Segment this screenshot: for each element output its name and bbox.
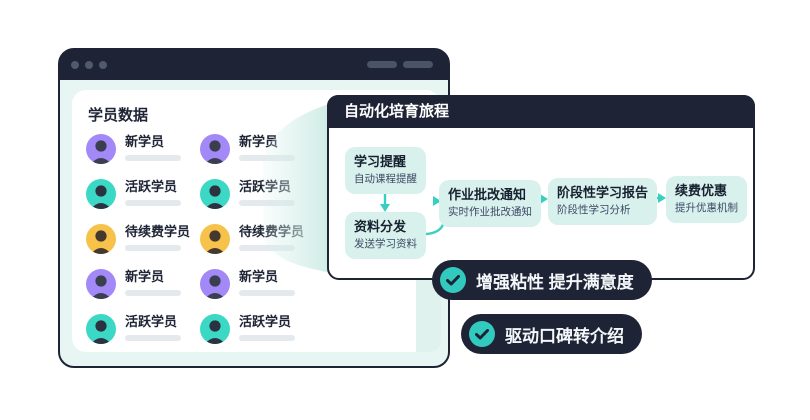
list-item[interactable]: 活跃学员	[200, 310, 350, 355]
list-item[interactable]: 活跃学员	[86, 175, 200, 220]
window-dot-icon[interactable]	[85, 61, 93, 69]
student-avatar	[200, 179, 230, 209]
journey-panel: 自动化培育旅程 学习提醒 自动课程提醒 资料分发 发送学习资料 作	[327, 95, 755, 280]
check-icon	[440, 267, 466, 293]
list-item[interactable]: 新学员	[86, 265, 200, 310]
list-item[interactable]: 活跃学员	[86, 310, 200, 355]
students-panel-title: 学员数据	[88, 107, 149, 124]
student-avatar	[86, 179, 116, 209]
flow-step-learning-reminder[interactable]: 学习提醒 自动课程提醒	[345, 147, 426, 194]
student-label: 新学员	[239, 269, 279, 284]
badge-label: 增强粘性 提升满意度	[476, 272, 634, 292]
student-label: 活跃学员	[125, 314, 178, 329]
list-item[interactable]: 新学员	[86, 130, 200, 175]
placeholder-bar	[125, 290, 181, 296]
flow-step-renewal-offer[interactable]: 续费优惠 提升优惠机制	[666, 176, 747, 223]
student-avatar	[200, 134, 230, 164]
placeholder-bar	[125, 200, 181, 206]
student-label: 新学员	[125, 134, 165, 149]
badge-label: 驱动口碑转介绍	[505, 326, 624, 346]
badge-stickiness[interactable]: 增强粘性 提升满意度	[432, 260, 652, 300]
journey-panel-title: 自动化培育旅程	[327, 95, 755, 128]
topbar-pill	[367, 61, 397, 68]
step-title: 续费优惠	[675, 183, 728, 198]
placeholder-bar	[239, 335, 295, 341]
student-label: 新学员	[239, 134, 279, 149]
placeholder-bar	[239, 245, 295, 251]
step-subtitle: 自动课程提醒	[354, 173, 417, 185]
flow-step-material-distribution[interactable]: 资料分发 发送学习资料	[345, 212, 426, 259]
student-avatar	[86, 134, 116, 164]
step-subtitle: 阶段性学习分析	[557, 204, 631, 216]
flow-step-stage-report[interactable]: 阶段性学习报告 阶段性学习分析	[548, 178, 658, 225]
student-avatar	[86, 269, 116, 299]
flow-step-homework-notice[interactable]: 作业批改通知 实时作业批改通知	[439, 180, 541, 227]
step-subtitle: 发送学习资料	[354, 238, 417, 250]
step-title: 学习提醒	[354, 154, 407, 169]
check-icon	[469, 321, 495, 347]
student-label: 新学员	[125, 269, 165, 284]
student-label: 活跃学员	[239, 314, 292, 329]
browser-topbar	[59, 49, 449, 80]
list-item[interactable]: 待续费学员	[86, 220, 200, 265]
placeholder-bar	[125, 335, 181, 341]
step-subtitle: 实时作业批改通知	[448, 206, 532, 218]
topbar-pill	[403, 61, 433, 68]
student-avatar	[200, 224, 230, 254]
badge-referral[interactable]: 驱动口碑转介绍	[461, 314, 642, 354]
placeholder-bar	[239, 290, 295, 296]
step-title: 阶段性学习报告	[557, 185, 649, 200]
student-avatar	[200, 314, 230, 344]
student-label: 待续费学员	[239, 224, 305, 239]
student-label: 活跃学员	[125, 179, 178, 194]
window-dot-icon[interactable]	[99, 61, 107, 69]
student-avatar	[86, 224, 116, 254]
student-avatar	[200, 269, 230, 299]
student-label: 待续费学员	[125, 224, 191, 239]
window-dot-icon[interactable]	[71, 61, 79, 69]
placeholder-bar	[239, 200, 295, 206]
step-title: 资料分发	[354, 219, 407, 234]
placeholder-bar	[125, 245, 181, 251]
students-grid: 新学员 新学员 活跃学员	[86, 130, 350, 355]
placeholder-bar	[125, 155, 181, 161]
step-subtitle: 提升优惠机制	[675, 202, 738, 214]
student-avatar	[86, 314, 116, 344]
step-title: 作业批改通知	[448, 187, 527, 202]
student-label: 活跃学员	[239, 179, 292, 194]
placeholder-bar	[239, 155, 295, 161]
